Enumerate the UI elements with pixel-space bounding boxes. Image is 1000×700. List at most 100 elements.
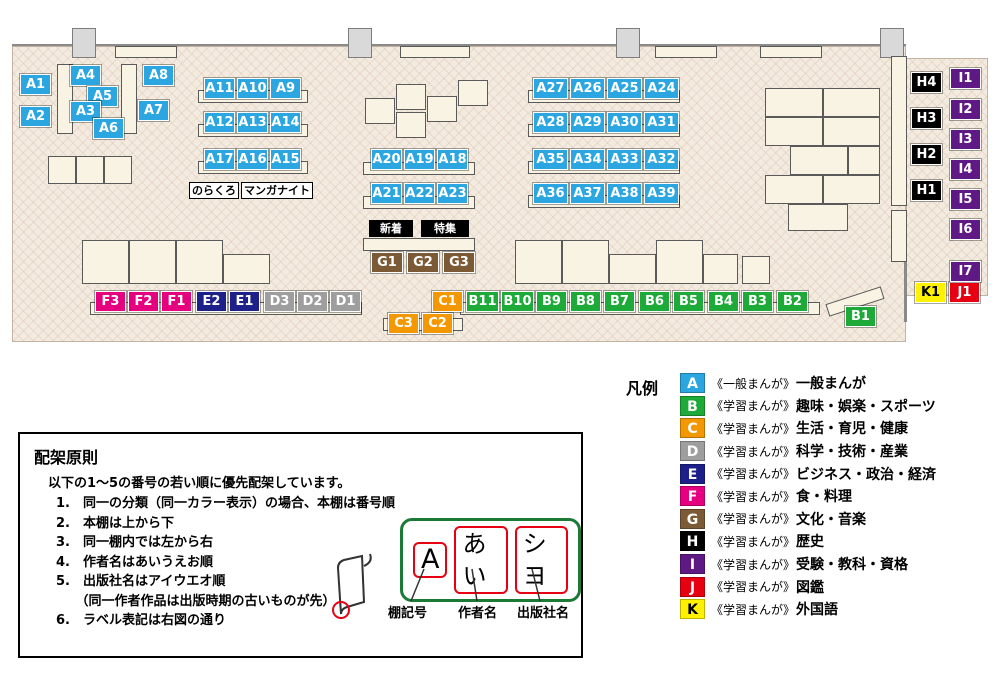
shelf-label-E1: E1 (229, 291, 260, 312)
legend-category: 《一般まんが》 (711, 376, 796, 391)
shelf-block (121, 64, 137, 134)
legend-label: 文化・音楽 (796, 511, 867, 528)
shelf-block (656, 240, 703, 284)
shelf-block (365, 98, 395, 124)
shelf-block (115, 46, 177, 58)
legend-item-K: K《学習まんが》外国語 (680, 598, 994, 621)
legend-label: 一般まんが (796, 376, 867, 393)
shelf-block (765, 175, 823, 204)
shelf-label-A39: A39 (644, 183, 679, 204)
legend-category: 《学習まんが》 (711, 444, 796, 459)
shelf-label-A14: A14 (270, 112, 301, 133)
shelf-label-A15: A15 (270, 149, 301, 170)
legend-item-A: A《一般まんが》一般まんが (680, 372, 994, 395)
shelf-label-C1: C1 (432, 291, 463, 312)
shelf-label-A36: A36 (533, 183, 568, 204)
shelf-label-A24: A24 (644, 78, 679, 99)
map-text-label: 新着 (369, 220, 413, 237)
shelf-block (458, 80, 488, 106)
shelf-block (891, 56, 907, 206)
shelf-label-H3: H3 (911, 108, 942, 129)
legend-item-D: D《学習まんが》科学・技術・産業 (680, 440, 994, 463)
rules-intro: 以下の1～5の番号の若い順に優先配架しています。 (48, 476, 351, 491)
rules-list-item: 1. 同一の分類（同一カラー表示）の場合、本棚は番号順 (56, 496, 395, 511)
shelf-label-A25: A25 (607, 78, 642, 99)
shelf-block (176, 240, 223, 284)
legend-category: 《学習まんが》 (711, 512, 796, 527)
shelf-label-A19: A19 (404, 149, 435, 170)
legend-color-swatch: H (680, 531, 705, 552)
legend-item-E: E《学習まんが》ビジネス・政治・経済 (680, 462, 994, 485)
legend-category: 《学習まんが》 (711, 489, 796, 504)
legend-label: 生活・育児・健康 (796, 421, 909, 438)
shelf-label-C2: C2 (422, 313, 453, 334)
map-text-label: 特集 (421, 220, 469, 237)
shelf-label-J1: J1 (949, 282, 980, 303)
rules-box: 配架原則 以下の1～5の番号の若い順に優先配架しています。 1. 同一の分類（同… (18, 432, 583, 658)
shelf-block (891, 210, 907, 262)
shelf-block (104, 156, 132, 184)
shelf-block (427, 96, 457, 122)
shelf-block (48, 156, 76, 184)
shelf-label-A12: A12 (204, 112, 235, 133)
shelf-label-A7: A7 (138, 100, 169, 121)
shelf-block (57, 64, 73, 134)
shelf-label-I5: I5 (950, 189, 981, 210)
label-example-author: あい (454, 526, 508, 594)
shelf-label-G3: G3 (443, 252, 475, 273)
shelf-label-A8: A8 (143, 65, 174, 86)
shelf-label-F3: F3 (95, 291, 126, 312)
shelf-label-A2: A2 (20, 106, 51, 127)
legend-color-swatch: G (680, 508, 705, 529)
shelf-block (82, 240, 129, 284)
shelf-label-A11: A11 (204, 78, 235, 99)
caption-author-name: 作者名 (458, 606, 498, 621)
shelf-label-A4: A4 (70, 65, 101, 86)
legend-category: 《学習まんが》 (711, 534, 796, 549)
legend-item-B: B《学習まんが》趣味・娯楽・スポーツ (680, 395, 994, 418)
shelf-label-I4: I4 (950, 159, 981, 180)
shelf-label-B8: B8 (570, 291, 601, 312)
shelf-block (760, 46, 822, 58)
rules-title: 配架原則 (34, 448, 99, 467)
shelf-label-A10: A10 (237, 78, 268, 99)
map-text-label: のらくろ (189, 182, 239, 199)
shelf-label-H4: H4 (911, 72, 942, 93)
shelf-label-C3: C3 (388, 313, 419, 334)
legend-color-swatch: J (680, 576, 705, 597)
shelf-block (655, 46, 717, 58)
shelf-block (76, 156, 104, 184)
shelf-label-A16: A16 (237, 149, 268, 170)
shelf-label-A13: A13 (237, 112, 268, 133)
legend-category: 《学習まんが》 (711, 557, 796, 572)
shelf-block (515, 240, 562, 284)
shelf-label-B2: B2 (777, 291, 808, 312)
shelf-block (609, 254, 656, 284)
shelf-label-G2: G2 (407, 252, 439, 273)
shelf-block (400, 46, 470, 58)
shelf-label-I2: I2 (950, 99, 981, 120)
rules-list-item: 5. 出版社名はアイウエオ順 (56, 574, 226, 589)
legend-title: 凡例 (626, 379, 659, 398)
shelf-label-H1: H1 (911, 180, 942, 201)
shelf-label-A1: A1 (20, 74, 51, 95)
legend-color-swatch: C (680, 418, 705, 439)
rules-list-item: 6. ラベル表記は右図の通り (56, 613, 226, 628)
shelf-label-A3: A3 (70, 101, 101, 122)
book-icon (328, 552, 374, 626)
legend-item-H: H 《学習まんが》歴史 (680, 530, 994, 553)
shelf-block (823, 88, 880, 117)
shelf-label-B7: B7 (604, 291, 635, 312)
shelf-label-example: A あい シヨ (400, 518, 581, 602)
shelf-label-F2: F2 (128, 291, 159, 312)
shelf-label-A37: A37 (570, 183, 605, 204)
legend-item-J: J《学習まんが》図鑑 (680, 575, 994, 598)
shelf-block (823, 117, 880, 146)
legend-label: 歴史 (796, 534, 825, 551)
legend-label: 図鑑 (796, 579, 825, 596)
legend-category: 《学習まんが》 (711, 421, 796, 436)
shelf-block (223, 254, 270, 284)
shelf-block (765, 88, 823, 117)
